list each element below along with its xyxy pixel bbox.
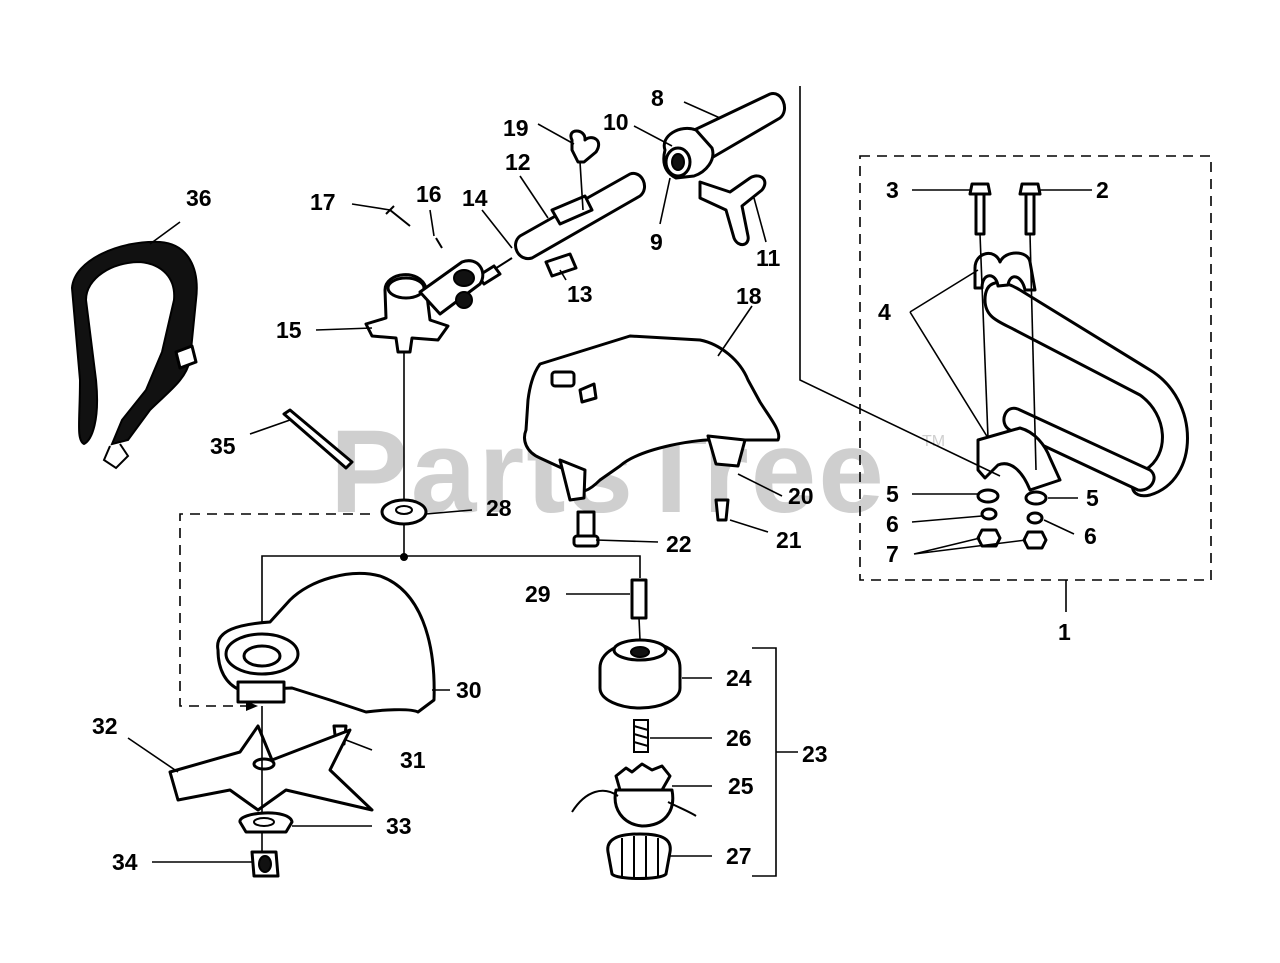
callout-29: 29 [525,581,551,607]
callout-labels: 1 2 3 4 5 5 6 6 7 8 9 10 11 12 13 14 15 … [92,85,1109,875]
callout-21: 21 [776,527,802,553]
gear-head-group [364,205,485,560]
callout-8: 8 [651,85,664,111]
trimmer-head-group [571,578,777,880]
callout-10: 10 [603,109,629,135]
bump-knob-27 [606,832,672,880]
screw-17 [385,205,411,227]
callout-18: 18 [736,283,762,309]
callout-14: 14 [462,185,488,211]
callout-17: 17 [310,189,336,215]
assembly-reference-line [799,86,1001,477]
guard-30 [216,572,436,746]
callout-13: 13 [567,281,593,307]
harness-strap-36 [70,240,198,470]
callout-27: 27 [726,843,752,869]
knob-11 [698,174,767,246]
callout-23: 23 [802,741,828,767]
callout-25: 25 [728,773,754,799]
blade-routing-line [179,513,370,707]
callout-1: 1 [1058,619,1071,645]
bolt-2 [1018,182,1042,236]
callout-35: 35 [210,433,236,459]
spring-26 [633,719,649,753]
callout-3: 3 [886,177,899,203]
washer-28 [380,498,428,526]
engine-cover-18 [523,334,781,493]
line-to-head [404,555,641,578]
callout-15: 15 [276,317,302,343]
screw-16 [435,237,443,249]
callout-2: 2 [1096,177,1109,203]
callout-22: 22 [666,531,692,557]
callout-16: 16 [416,181,442,207]
engine-cover-group [523,334,781,548]
callout-32: 32 [92,713,118,739]
callout-11: 11 [756,245,781,271]
handle-assembly-group [859,155,1212,581]
callout-leaders [127,101,1092,863]
bracket-23 [752,647,777,877]
label-13 [544,252,578,278]
bolt-22 [576,510,596,540]
callout-9: 9 [650,229,663,255]
callout-34: 34 [112,849,138,875]
callout-4: 4 [878,299,891,325]
drive-shaft-8 [688,92,786,162]
callout-24: 24 [726,665,752,691]
callout-5-left: 5 [886,481,899,507]
adapter-33 [238,811,294,834]
bolt-3 [968,182,992,236]
spool-25 [614,762,672,792]
pin-35 [282,408,354,470]
callout-6-right: 6 [1084,523,1097,549]
callout-33: 33 [386,813,412,839]
callout-5-right: 5 [1086,485,1099,511]
callout-28: 28 [486,495,512,521]
lockwasher-6-right [1026,511,1044,525]
callout-7: 7 [886,541,899,567]
callout-6-left: 6 [886,511,899,537]
callout-36: 36 [186,185,212,211]
wing-nut-19 [569,129,601,164]
screw-21 [714,498,730,522]
handle-loop [983,281,1189,498]
handle-lower-tube [1002,406,1156,492]
lockwasher-6-left [980,507,998,521]
watermark-trademark: TM [922,433,945,450]
washer-5-left [976,488,1000,504]
callout-26: 26 [726,725,752,751]
callout-19: 19 [503,115,529,141]
callout-20: 20 [788,483,814,509]
callout-30: 30 [456,677,482,703]
handle-clamp-upper [973,251,1037,292]
callout-12: 12 [505,149,531,175]
nut-7-right [1022,530,1048,550]
washer-5-right [1024,490,1048,506]
callout-31: 31 [400,747,426,773]
handle-assembly-box [859,155,1212,581]
arbor-29 [630,578,648,620]
handle-clamp-lower [976,426,1062,492]
